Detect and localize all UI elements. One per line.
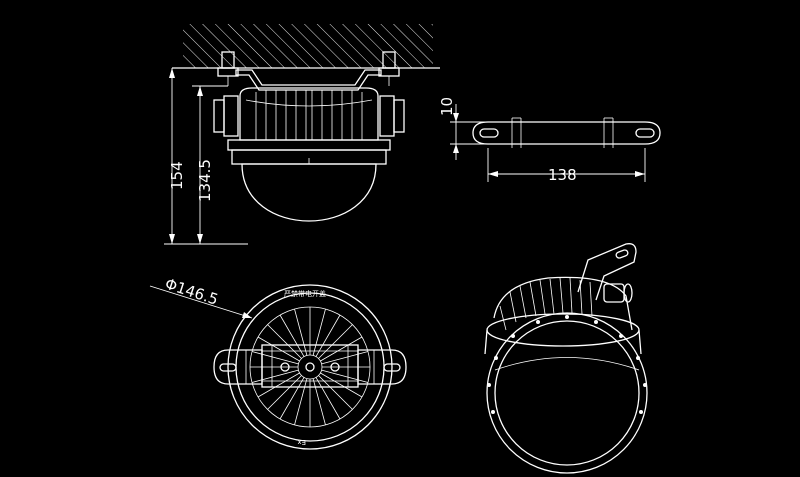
ceiling-hatch	[183, 24, 433, 68]
plate-screw-right	[330, 362, 340, 372]
finned-housing	[239, 87, 379, 141]
dim-body-height	[192, 85, 228, 244]
bracket-side-view: 10 138	[438, 97, 661, 184]
right-cable-gland	[379, 95, 405, 137]
iso-bracket-slot	[615, 249, 629, 259]
iso-flange-side	[484, 329, 642, 355]
outer-ring	[227, 284, 393, 450]
iso-rim-bolts	[487, 315, 647, 414]
radial-fins	[250, 307, 370, 427]
dim-bracket-thickness	[450, 104, 485, 160]
bracket-tab-right-slot	[383, 363, 401, 372]
plate-screw-left	[280, 362, 290, 372]
dim-label-138: 138	[548, 166, 577, 184]
glass-dome	[241, 163, 377, 222]
left-fixing-bolt	[217, 51, 239, 86]
bracket-slot-left	[479, 128, 499, 138]
dim-label-diameter: Φ146.5	[163, 275, 221, 309]
iso-fins	[499, 277, 593, 331]
top-view: 严禁带电开盖 Ex Φ146.5	[149, 275, 407, 450]
plate-ribs	[262, 345, 358, 387]
mounting-bracket	[235, 69, 382, 91]
bracket-tab-left	[213, 349, 263, 385]
housing-fins	[245, 90, 373, 140]
plate-screw-center	[305, 362, 315, 372]
flange-ring	[227, 139, 391, 151]
iso-bracket	[577, 243, 637, 301]
ex-marking: Ex	[297, 438, 306, 446]
hub-circle	[297, 354, 323, 380]
iso-glass-dome	[486, 312, 648, 474]
bracket-bends	[511, 117, 614, 148]
iso-dome-inner	[494, 320, 640, 466]
left-cable-gland	[213, 95, 239, 137]
dim-label-134-5: 134.5	[196, 159, 214, 202]
dim-bracket-length	[487, 148, 646, 182]
front-view: 154 134.5	[164, 24, 440, 245]
dim-diameter	[149, 285, 253, 319]
bracket-slot-right	[635, 128, 655, 138]
bracket-tab-right	[357, 349, 407, 385]
bracket-tab-left-slot	[219, 363, 237, 372]
warning-marking: 严禁带电开盖	[284, 289, 326, 298]
dim-total-height	[164, 68, 248, 245]
dim-label-10: 10	[438, 97, 456, 116]
right-fixing-bolt	[378, 51, 400, 86]
isometric-view	[484, 243, 648, 474]
bracket-strip	[472, 121, 661, 145]
iso-dome-rim	[494, 357, 640, 371]
dim-label-154: 154	[168, 161, 186, 190]
iso-housing	[493, 276, 633, 331]
